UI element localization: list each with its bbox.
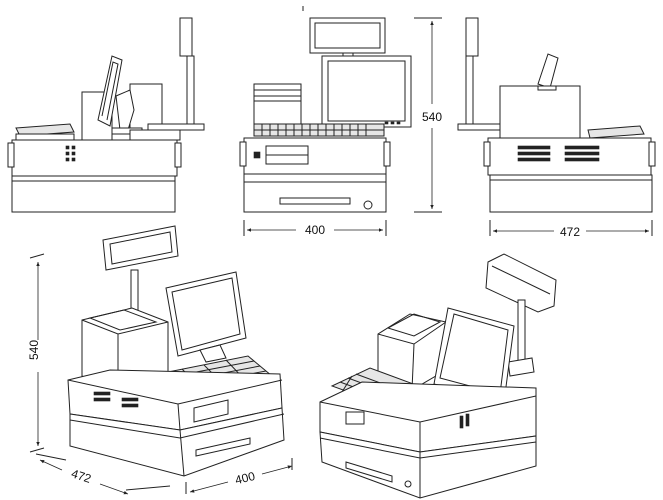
left-side-view [7, 17, 205, 213]
front-height-label: 540 [422, 110, 442, 124]
keyboard-keys [254, 124, 384, 136]
right-side-view: 472 [457, 17, 656, 239]
vent-grille-right [517, 145, 600, 162]
side-width-label: 472 [560, 225, 580, 239]
isometric-view-right [319, 253, 557, 499]
isometric-view-left: 540 472 400 [27, 225, 293, 495]
iso-vent [93, 391, 139, 408]
iso-depth-label: 472 [70, 466, 94, 486]
vent-grille [65, 145, 76, 162]
front-width-label: 400 [305, 223, 325, 237]
front-view: 400 540 [239, 6, 442, 237]
iso-width-label: 400 [234, 469, 257, 488]
iso2-vent [459, 413, 470, 429]
iso-height-label: 540 [27, 340, 41, 360]
